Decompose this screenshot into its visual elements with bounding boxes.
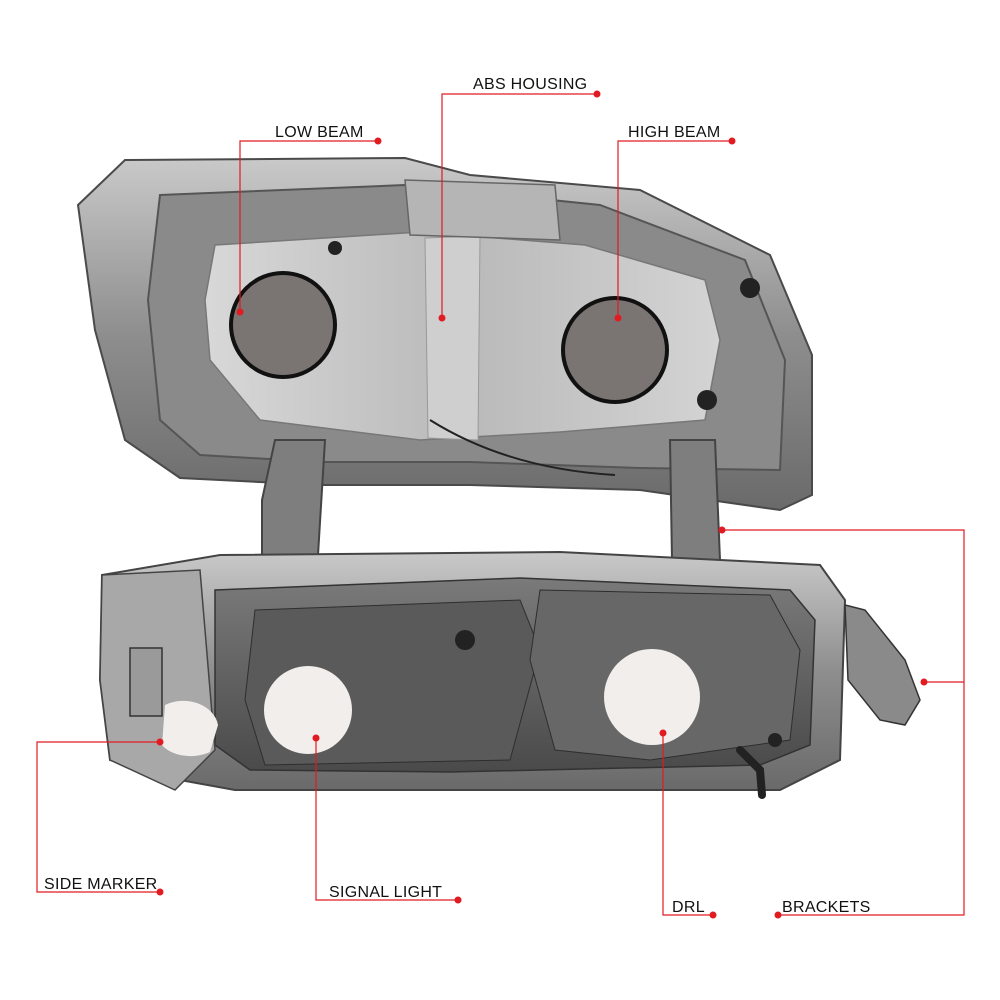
- screw-hole: [740, 278, 760, 298]
- signal-light-label: SIGNAL LIGHT: [329, 884, 443, 901]
- dot: [709, 911, 717, 919]
- left-bracket: [261, 439, 327, 562]
- abs-housing-center-ridge: [424, 235, 481, 441]
- high-beam-leader: [617, 140, 732, 318]
- dot: [374, 137, 382, 145]
- dot: [614, 314, 622, 322]
- vent-tube: [736, 746, 766, 799]
- brackets-label: BRACKETS: [782, 899, 871, 916]
- screw-hole: [328, 241, 342, 255]
- upper-headlight-assembly: [76, 156, 813, 562]
- dot: [774, 911, 782, 919]
- dot: [236, 308, 244, 316]
- low-beam-bulb-port: [229, 271, 337, 379]
- side-marker-clip: [129, 647, 163, 717]
- brackets-leader: [722, 529, 965, 916]
- lower-signal-assembly: [98, 550, 921, 799]
- screw-hole: [768, 733, 782, 747]
- dot: [438, 314, 446, 322]
- top-mounting-tab: [404, 179, 561, 241]
- signal-light-leader: [315, 738, 458, 901]
- dot: [156, 888, 164, 896]
- abs-housing-label: ABS HOUSING: [473, 76, 588, 93]
- leader-lines: [36, 93, 965, 916]
- dot: [156, 738, 164, 746]
- abs-housing-leader: [441, 93, 597, 318]
- signal-light-lens-port: [264, 666, 352, 754]
- side-marker-leader: [36, 741, 160, 893]
- side-marker-lens-port: [162, 700, 218, 757]
- screw-hole: [455, 630, 475, 650]
- drl-lens-port: [604, 649, 700, 745]
- dot: [454, 896, 462, 904]
- screw-hole: [697, 390, 717, 410]
- low-beam-leader: [239, 140, 378, 312]
- right-mount-bracket: [844, 604, 921, 726]
- dot: [718, 526, 726, 534]
- leader-endpoints: [156, 90, 928, 919]
- side-marker-label: SIDE MARKER: [44, 876, 158, 893]
- dot: [659, 729, 667, 737]
- drl-label: DRL: [672, 899, 705, 916]
- right-bracket: [668, 439, 722, 561]
- wire-harness: [429, 419, 616, 476]
- low-beam-label: LOW BEAM: [275, 124, 364, 141]
- dot: [920, 678, 928, 686]
- dot: [593, 90, 601, 98]
- high-beam-bulb-port: [561, 296, 669, 404]
- high-beam-label: HIGH BEAM: [628, 124, 721, 141]
- drl-leader: [662, 733, 713, 916]
- dot: [728, 137, 736, 145]
- dot: [312, 734, 320, 742]
